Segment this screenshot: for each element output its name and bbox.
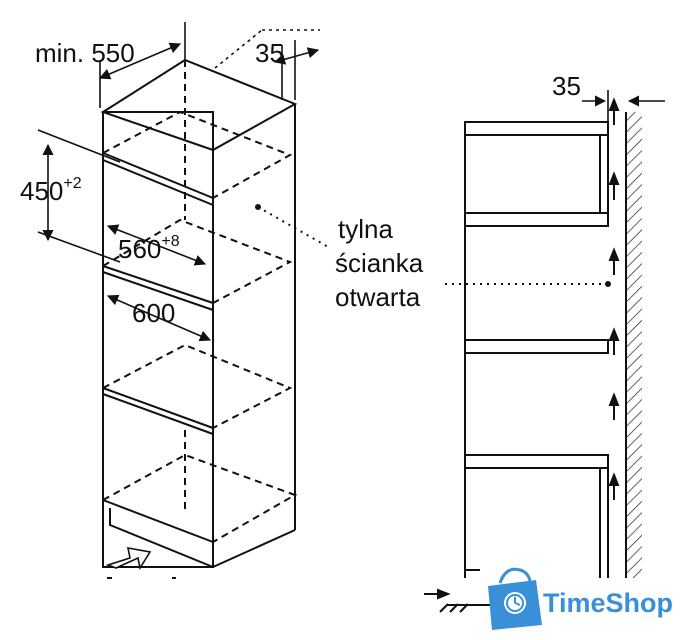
side-view [446,112,642,606]
side-rear-gap-label: 35 [552,71,581,101]
rear-wall-label-line-1: tylna [338,214,393,244]
side-shelf-1 [464,121,609,136]
side-shelf-2 [464,212,609,227]
min-depth-label: min. 550 [35,38,135,68]
hatched-wall [626,112,642,578]
cabinet-perspective [100,58,298,568]
side-shelf-3 [464,339,609,354]
niche-height-label: 450+2 [20,175,82,206]
rear-wall-leader-dot [605,281,611,287]
shelf-1 [102,152,214,199]
cabinet-front-frame [102,111,214,568]
cabinet-width-label: 600 [132,298,175,328]
front-arrow-icon [105,547,152,571]
rear-wall-marker [255,204,261,210]
niche-width-label: 560+8 [118,233,180,264]
rear-wall-label-line-3: otwarta [335,282,421,312]
shelf-4 [102,499,214,543]
dimension-lines [37,22,331,342]
airflow-arrows [608,97,620,500]
side-rear-gap-dimension [582,90,665,122]
rear-wall-label-line-2: ścianka [335,248,424,278]
cabinet-top [100,58,298,152]
brand-name: TimeShop [543,588,673,618]
rear-gap-label: 35 [255,38,284,68]
side-shelf-4 [464,454,609,469]
shelf-3 [102,387,214,429]
floor-arrow [424,588,469,613]
timeshop-logo: TimeShop [488,567,673,630]
